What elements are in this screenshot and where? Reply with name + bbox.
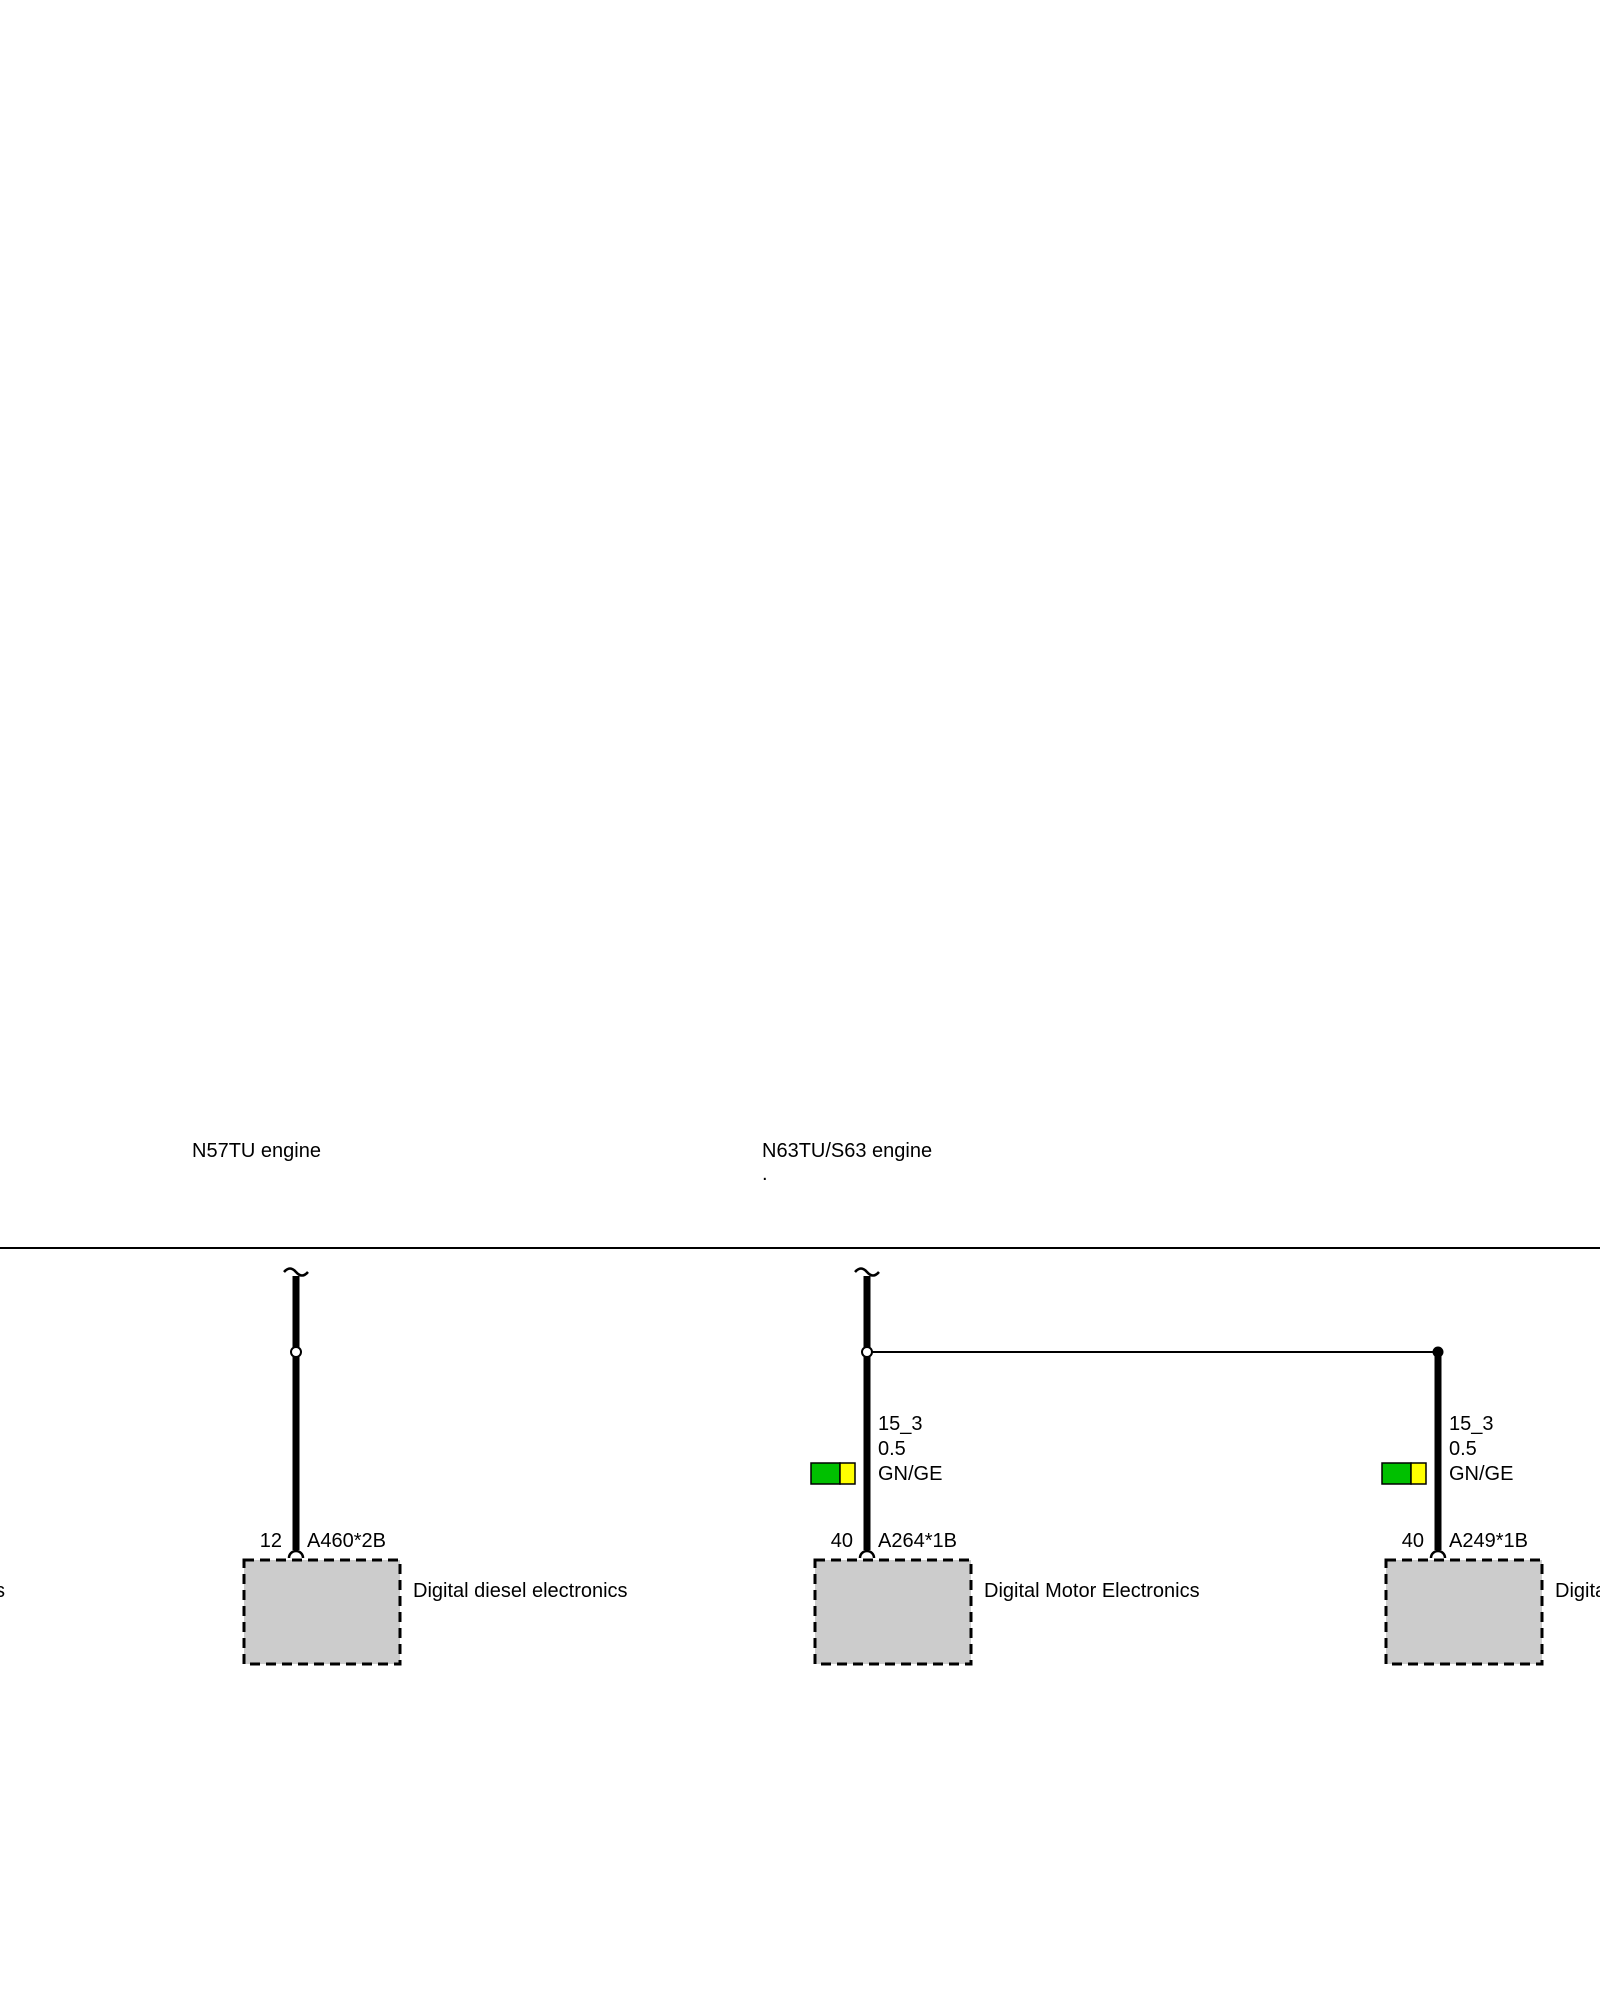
continuation-tilde-icon [283, 1267, 309, 1277]
left-edge-module-label-fragment: s [0, 1580, 5, 1602]
pin-arc-icon [287, 1549, 305, 1559]
continuation-tilde-icon [854, 1267, 880, 1277]
module-box-digital-motor-electronics [813, 1558, 973, 1666]
wire-color-swatch-icon [1381, 1462, 1427, 1485]
splice-point [861, 1346, 873, 1358]
engine-note: . [762, 1163, 768, 1185]
pin-number: 40 [831, 1530, 853, 1552]
engine-label-n57tu: N57TU engine [192, 1140, 321, 1162]
pin-number: 40 [1402, 1530, 1424, 1552]
wire-color-label: GN/GE [878, 1463, 942, 1485]
wire-circuit-label: 15_3 [1449, 1413, 1494, 1435]
pin-arc-icon [858, 1549, 876, 1559]
module-name: Digita [1555, 1580, 1600, 1602]
wire-cross-section-label: 0.5 [878, 1438, 906, 1460]
wire-cross-section-label: 0.5 [1449, 1438, 1477, 1460]
splice-point [290, 1346, 302, 1358]
splice-point [1432, 1346, 1444, 1358]
module-box-digital-motor-electronics-2 [1384, 1558, 1544, 1666]
pin-number: 12 [260, 1530, 282, 1552]
pin-arc-icon [1429, 1549, 1447, 1559]
wiring [283, 1267, 1447, 1559]
wire-color-label: GN/GE [1449, 1463, 1513, 1485]
module-name: Digital diesel electronics [413, 1580, 628, 1602]
connector-id: A460*2B [307, 1530, 386, 1552]
wire-circuit-label: 15_3 [878, 1413, 923, 1435]
engine-label-n63tu-s63: N63TU/S63 engine [762, 1140, 932, 1162]
module-name: Digital Motor Electronics [984, 1580, 1200, 1602]
wire-color-swatch-icon [810, 1462, 856, 1485]
connector-id: A249*1B [1449, 1530, 1528, 1552]
connector-id: A264*1B [878, 1530, 957, 1552]
module-box-digital-diesel-electronics [242, 1558, 402, 1666]
